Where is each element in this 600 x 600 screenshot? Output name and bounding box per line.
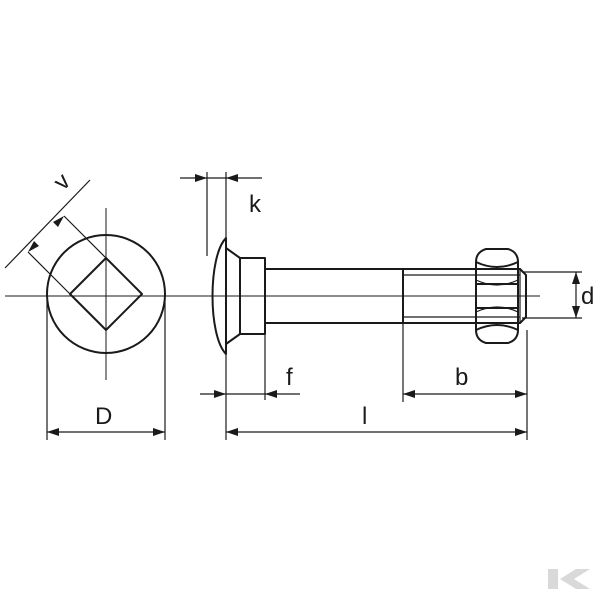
label-v: v xyxy=(48,168,76,196)
D-arrow-left xyxy=(47,428,59,436)
dimension-k: k xyxy=(180,172,262,256)
v-arrow-2 xyxy=(53,216,64,227)
dimension-D: D xyxy=(46,300,166,440)
logo-bar xyxy=(548,569,558,589)
head-end-view xyxy=(46,208,166,380)
dimension-f: f xyxy=(200,334,300,440)
watermark-logo xyxy=(548,569,590,589)
label-D: D xyxy=(95,403,112,430)
logo-chevron xyxy=(560,569,590,589)
k-arrow-right xyxy=(226,174,238,182)
dimension-l: l xyxy=(226,403,527,436)
d-arrow-top xyxy=(572,272,580,284)
dimension-b: b xyxy=(402,323,528,440)
k-arrow-left xyxy=(195,174,207,182)
v-dimension-line xyxy=(4,179,91,269)
nut-lower-curve xyxy=(475,324,519,331)
v-extension-2 xyxy=(63,215,107,259)
head-underside-bottom xyxy=(225,333,241,345)
label-d: d xyxy=(581,283,594,310)
dimension-v: v xyxy=(4,168,107,295)
D-arrow-right xyxy=(153,428,165,436)
dimension-d: d xyxy=(522,271,594,319)
f-arrow-right xyxy=(265,390,277,398)
l-arrow-right xyxy=(515,428,527,436)
l-arrow-left xyxy=(226,428,238,436)
dome-head xyxy=(211,237,227,355)
square-neck xyxy=(239,257,266,335)
b-arrow-left xyxy=(403,390,415,398)
v-extension-1 xyxy=(27,251,71,295)
v-arrow-1 xyxy=(28,241,39,252)
head-underside-top xyxy=(225,247,241,259)
nut-upper-curve xyxy=(475,261,519,268)
label-l: l xyxy=(362,403,367,430)
f-arrow-left xyxy=(214,390,226,398)
b-arrow-right xyxy=(515,390,527,398)
label-f: f xyxy=(286,364,293,391)
d-arrow-bottom xyxy=(572,306,580,318)
label-k: k xyxy=(249,191,262,218)
hex-nut xyxy=(475,248,519,344)
bolt-side-view xyxy=(211,237,527,355)
label-b: b xyxy=(455,364,468,391)
